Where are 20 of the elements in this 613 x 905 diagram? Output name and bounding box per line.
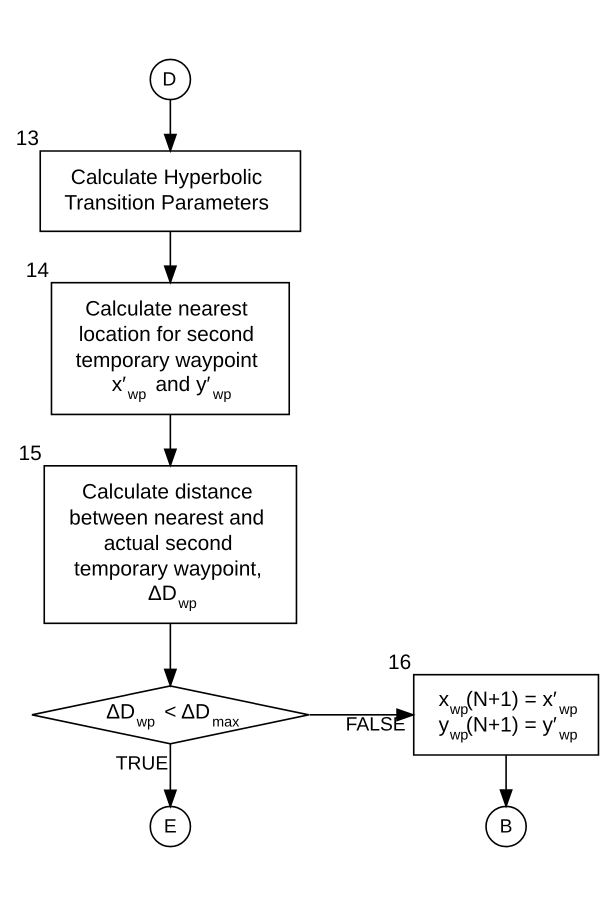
node-box: Calculate nearest location for second temporary waypoint x′$_{wp}$ and y′$_{wp}$ <box>50 281 290 415</box>
node-circle: B <box>485 805 527 847</box>
node-label: 16 <box>388 650 412 674</box>
node-label: 13 <box>16 126 39 150</box>
arrow <box>164 414 178 468</box>
node-box: Calculate distance between nearest and actual second temporary waypoint, ΔD$_{wp}$ <box>43 464 298 624</box>
node-circle: D <box>149 58 192 100</box>
node-diamond: ΔD$_{wp}$ < ΔD$_{max}$ <box>31 684 310 744</box>
arrow <box>164 231 178 284</box>
arrow <box>164 100 178 153</box>
node-box: Calculate Hyperbolic Transition Parameters <box>39 150 302 232</box>
node-box: x$_{wp}$(N+1) = x′$_{wp}$ y$_{wp}$(N+1) = y′$_{wp}$ <box>412 673 600 756</box>
arrow <box>164 622 178 688</box>
node-label: 15 <box>18 442 42 465</box>
node-circle: E <box>149 805 192 847</box>
arrow <box>164 743 178 808</box>
edge-label: FALSE <box>346 714 406 735</box>
node-label: 14 <box>26 258 50 282</box>
edge-label: TRUE <box>116 752 168 774</box>
arrow <box>499 755 513 808</box>
